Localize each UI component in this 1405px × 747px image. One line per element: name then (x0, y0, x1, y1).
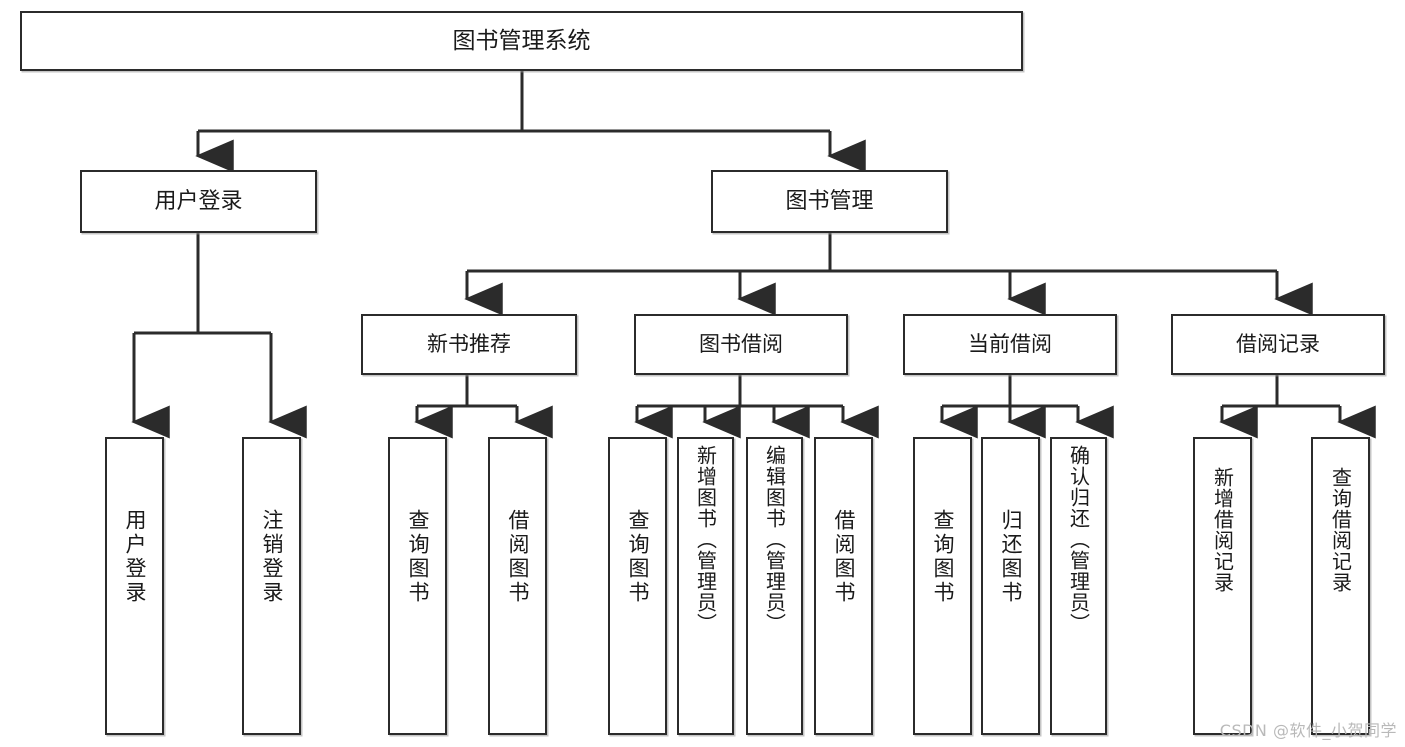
leaf-query-book-borrow[interactable]: 查询图书 (608, 437, 667, 735)
node-label: 借阅图书 (832, 509, 856, 605)
node-new-book-recommend[interactable]: 新书推荐 (361, 314, 577, 375)
node-label: 编辑图书（管理员） (762, 445, 787, 634)
node-label: 借阅记录 (1236, 332, 1320, 356)
leaf-return-book[interactable]: 归还图书 (981, 437, 1040, 735)
leaf-query-book-current[interactable]: 查询图书 (913, 437, 972, 735)
node-current-borrow[interactable]: 当前借阅 (903, 314, 1117, 375)
node-user-login[interactable]: 用户登录 (80, 170, 317, 233)
node-root-system[interactable]: 图书管理系统 (20, 11, 1023, 71)
leaf-borrow-book-borrow[interactable]: 借阅图书 (814, 437, 873, 735)
node-label: 注销登录 (260, 509, 284, 605)
node-label: 新书推荐 (427, 332, 511, 356)
node-label: 图书管理系统 (452, 27, 591, 54)
node-label: 用户登录 (123, 509, 147, 605)
node-label: 归还图书 (999, 509, 1023, 605)
node-borrow-record[interactable]: 借阅记录 (1171, 314, 1385, 375)
node-label: 查询借阅记录 (1328, 467, 1353, 593)
leaf-borrow-book-recommend[interactable]: 借阅图书 (488, 437, 547, 735)
node-label: 查询图书 (626, 509, 650, 605)
leaf-user-login[interactable]: 用户登录 (105, 437, 164, 735)
leaf-add-borrow-record[interactable]: 新增借阅记录 (1193, 437, 1252, 735)
leaf-query-borrow-record[interactable]: 查询借阅记录 (1311, 437, 1370, 735)
node-label: 用户登录 (154, 188, 243, 214)
node-label: 新增图书（管理员） (693, 445, 718, 634)
node-label: 确认归还（管理员） (1066, 445, 1091, 634)
leaf-confirm-return[interactable]: 确认归还（管理员） (1050, 437, 1107, 735)
leaf-logout-login[interactable]: 注销登录 (242, 437, 301, 735)
leaf-query-book-recommend[interactable]: 查询图书 (388, 437, 447, 735)
node-label: 借阅图书 (506, 509, 530, 605)
node-label: 图书借阅 (699, 332, 783, 356)
leaf-add-book[interactable]: 新增图书（管理员） (677, 437, 734, 735)
node-book-management[interactable]: 图书管理 (711, 170, 948, 233)
node-label: 图书管理 (785, 188, 874, 214)
node-label: 当前借阅 (968, 332, 1052, 356)
node-label: 新增借阅记录 (1210, 467, 1235, 593)
node-book-borrow[interactable]: 图书借阅 (634, 314, 848, 375)
node-label: 查询图书 (406, 509, 430, 605)
node-label: 查询图书 (931, 509, 955, 605)
csdn-watermark: CSDN @软件_小贺同学 (1219, 721, 1397, 740)
leaf-edit-book[interactable]: 编辑图书（管理员） (746, 437, 803, 735)
